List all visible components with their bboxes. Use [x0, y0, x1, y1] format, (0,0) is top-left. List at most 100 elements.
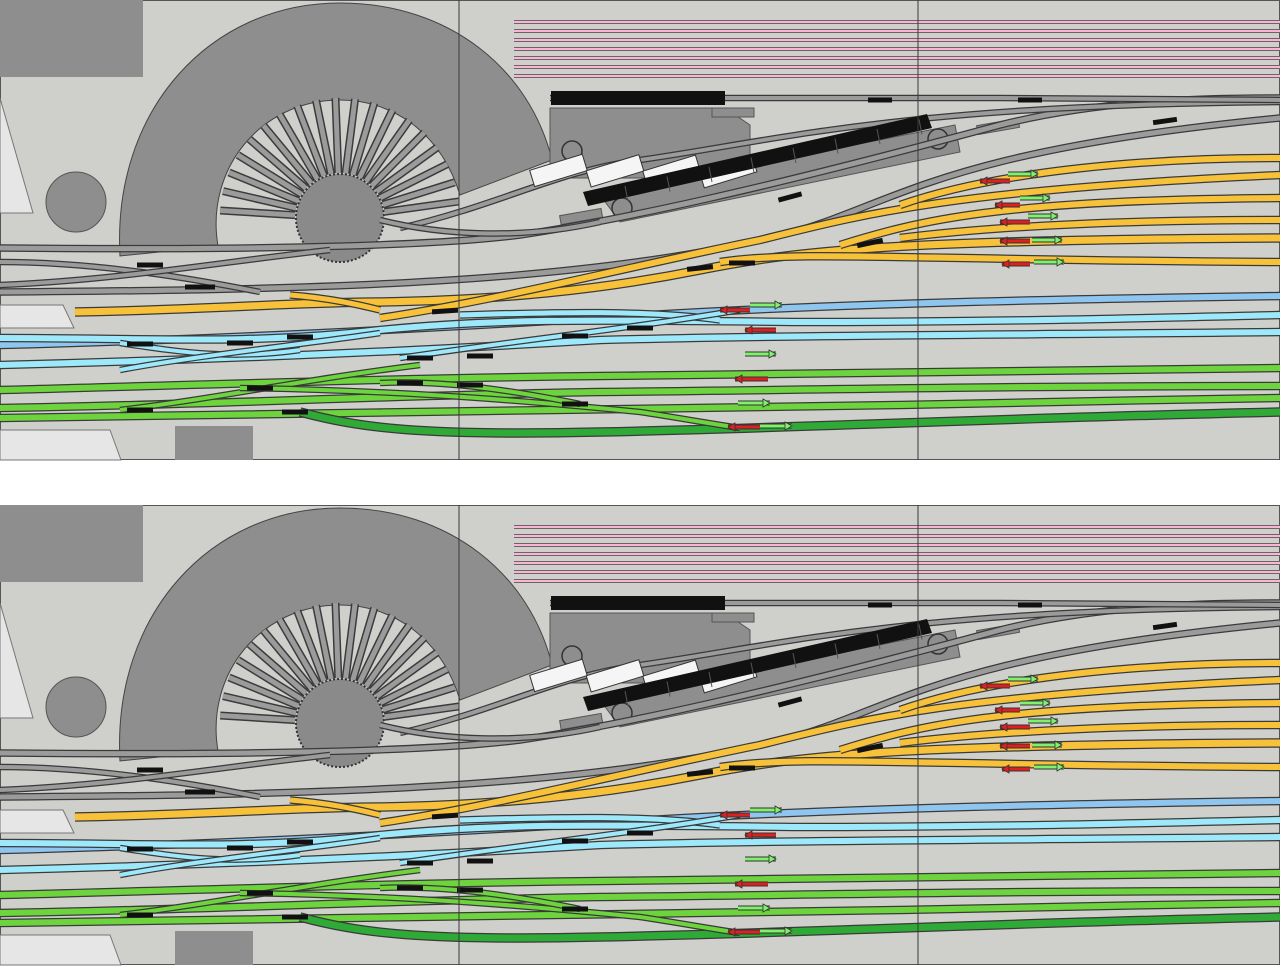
wagon-gap: [876, 128, 881, 145]
green-track-4: [299, 913, 1280, 942]
switch-marker-icon: [856, 742, 884, 754]
direction-arrow-head: [1056, 762, 1065, 772]
stall-track: [343, 98, 358, 174]
wagon-gap: [750, 662, 755, 678]
direction-arrow-head: [719, 810, 728, 820]
switch-marker-icon: [407, 355, 433, 361]
switch-marker-icon: [729, 765, 755, 771]
direction-arrow-head: [762, 398, 771, 408]
switch-marker-icon: [467, 353, 493, 359]
switch-marker-icon: [431, 307, 459, 315]
direction-arrow-head: [999, 741, 1008, 751]
wagon-gap: [624, 690, 629, 707]
cyan-track-1: [0, 312, 1280, 343]
stall-track: [332, 602, 341, 679]
yellow-track-2: [379, 677, 1280, 826]
switch-marker-icon: [1152, 621, 1178, 631]
switch-marker-icon: [686, 264, 714, 272]
direction-arrow-head: [774, 300, 783, 310]
switch-marker-icon: [627, 325, 653, 331]
stall-track: [363, 118, 412, 183]
switch-marker-icon: [287, 334, 313, 340]
stall-track: [294, 104, 327, 177]
direction-arrow-head: [999, 236, 1008, 246]
switch-marker-icon: [227, 340, 253, 346]
grey-track-upper: [399, 605, 1280, 735]
direction-arrow-head: [1054, 235, 1063, 245]
switch-marker-icon: [282, 914, 308, 920]
direction-arrow-head: [774, 805, 783, 815]
yellow-track-4: [839, 700, 1280, 753]
shed-block: [175, 426, 253, 460]
layout-panel-top: [0, 0, 1280, 461]
stall-track: [220, 712, 296, 723]
black-train: [583, 114, 932, 206]
switch-marker-icon: [777, 191, 803, 203]
switch-marker-icon: [1018, 602, 1042, 608]
switch-marker-icon: [431, 812, 459, 820]
white-coach: [585, 154, 645, 188]
switch-marker-icon: [185, 789, 215, 795]
green-track-1: [0, 365, 1280, 393]
stall-track: [357, 108, 395, 179]
switch-marker-icon: [777, 696, 803, 708]
wagon-gap: [708, 166, 713, 183]
platform-bottom: [0, 429, 122, 461]
green-track-4: [299, 408, 1280, 437]
water-tower: [45, 171, 107, 233]
switch-marker-icon: [868, 602, 892, 608]
switch-marker-icon: [282, 409, 308, 415]
direction-arrow-head: [768, 349, 777, 359]
small-pad: [711, 612, 755, 623]
direction-arrow-head: [1054, 740, 1063, 750]
switch-marker-icon: [457, 382, 483, 388]
stall-track: [220, 207, 296, 218]
green-track-3: [0, 395, 1280, 421]
direction-arrow-head: [734, 374, 743, 384]
wagon-gap: [876, 633, 881, 650]
direction-arrow-head: [768, 854, 777, 864]
direction-arrow-head: [1056, 257, 1065, 267]
stall-track: [228, 170, 300, 204]
green-track-3: [0, 900, 1280, 926]
switch-marker-icon: [127, 341, 153, 347]
switch-marker-icon: [127, 846, 153, 852]
stall-track: [343, 603, 358, 679]
stall-track: [222, 693, 297, 716]
stall-track: [277, 113, 320, 181]
stall-track: [384, 703, 460, 720]
switch-marker-icon: [457, 887, 483, 893]
water-tower: [45, 676, 107, 738]
green-track-2: [0, 888, 1280, 916]
cyan-crossover: [119, 836, 381, 877]
green-track-1: [0, 870, 1280, 898]
stall-track: [363, 623, 412, 688]
white-coach: [529, 658, 588, 693]
direction-arrow-head: [1001, 259, 1010, 269]
switch-marker-icon: [627, 830, 653, 836]
stall-track: [350, 102, 377, 176]
switch-marker-icon: [1018, 97, 1042, 103]
switch-marker-icon: [1152, 116, 1178, 126]
direction-arrow-head: [999, 217, 1008, 227]
track-plan-top: [0, 0, 1280, 461]
direction-arrow-head: [1050, 716, 1059, 726]
cyan-crossover: [119, 331, 381, 372]
stall-track: [350, 607, 377, 681]
switch-marker-icon: [127, 912, 153, 918]
switch-marker-icon: [467, 858, 493, 864]
stall-track: [236, 657, 304, 702]
yellow-track-1: [74, 739, 1280, 821]
wagon-gap: [918, 119, 923, 135]
green-track-2: [0, 383, 1280, 411]
stall-track: [382, 179, 456, 208]
direction-arrow-head: [979, 176, 988, 186]
yellow-track-3: [719, 758, 1280, 770]
switch-marker-icon: [227, 845, 253, 851]
wagon-gap: [834, 643, 839, 659]
stall-track: [261, 628, 314, 690]
direction-arrow-head: [999, 722, 1008, 732]
stall-track: [294, 609, 327, 682]
stall-track: [384, 198, 460, 215]
layout-panel-bottom: [0, 505, 1280, 966]
